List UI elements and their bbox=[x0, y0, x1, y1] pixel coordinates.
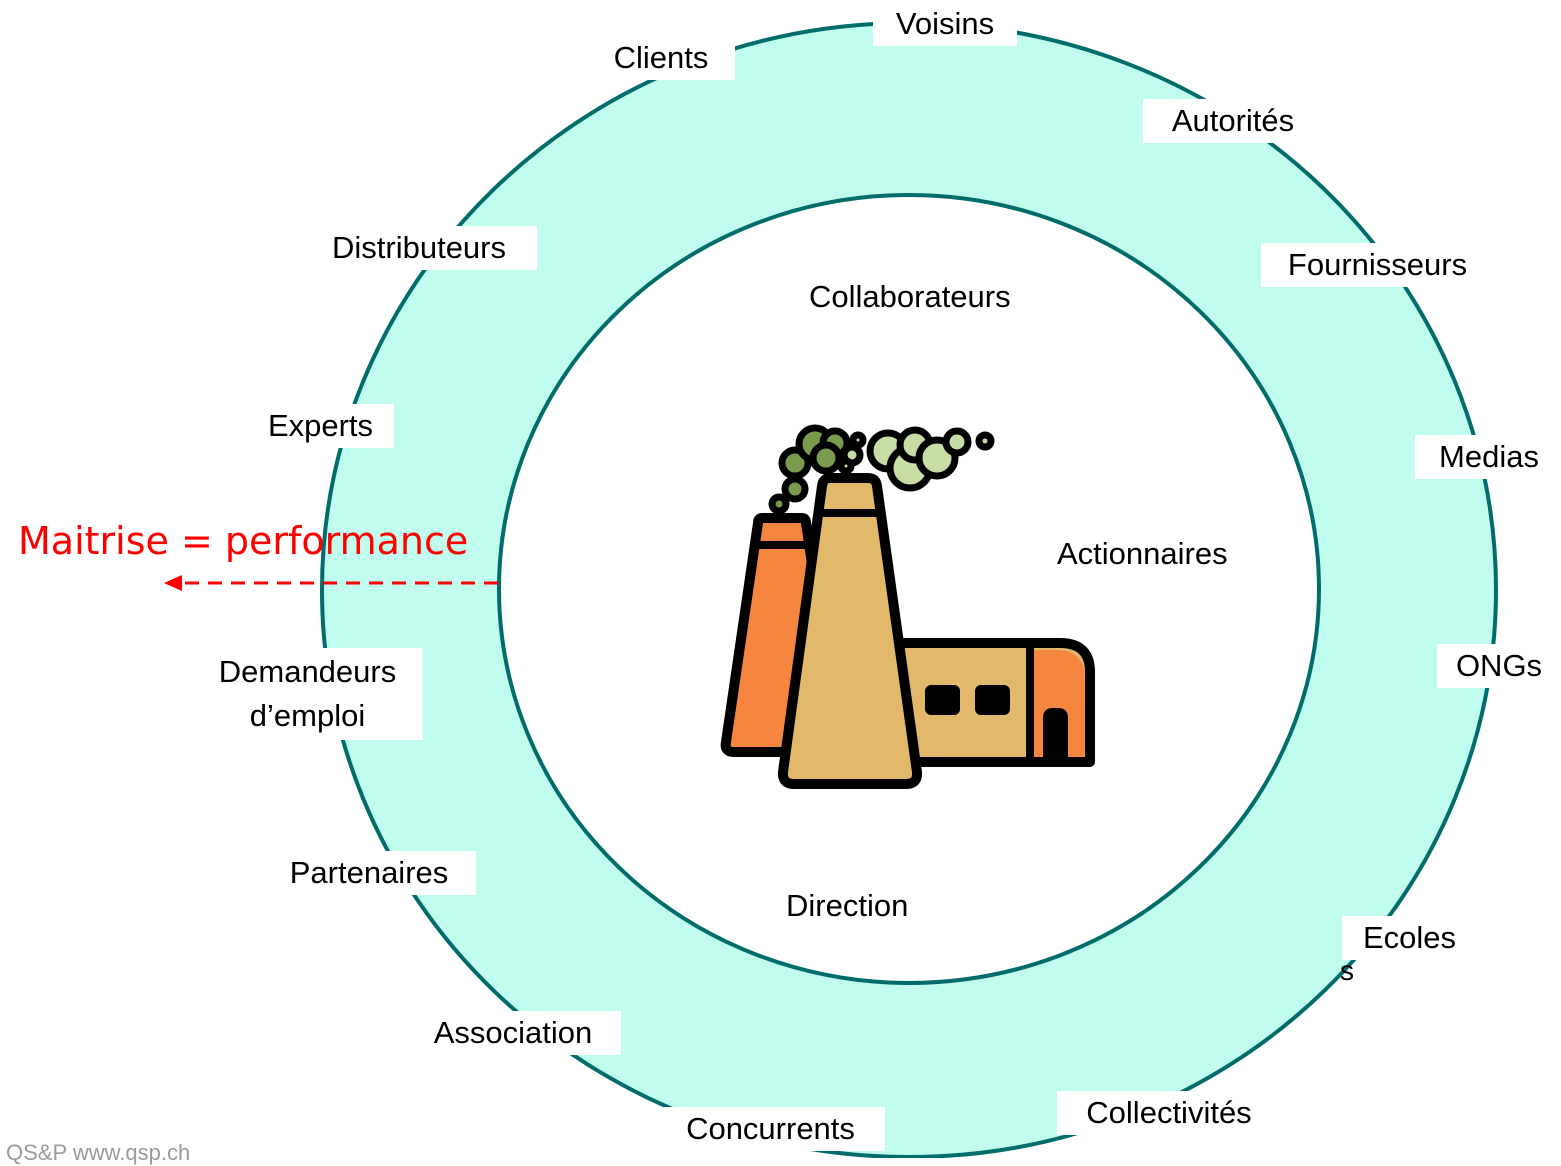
label-collaborateurs: Collaborateurs bbox=[809, 279, 1011, 314]
label-ongs: ONGs bbox=[1437, 644, 1561, 688]
label-demandeurs-emploi: Demandeurs d’emploi bbox=[192, 648, 423, 740]
label-experts: Experts bbox=[247, 404, 394, 448]
label-partenaires: Partenaires bbox=[262, 851, 476, 895]
label-demandeurs-line2: d’emploi bbox=[249, 698, 366, 733]
label-distributeurs: Distributeurs bbox=[301, 226, 537, 270]
label-collectivites: Collectivités bbox=[1057, 1091, 1281, 1135]
building-window-left bbox=[925, 685, 960, 715]
factory-smoke bbox=[768, 424, 995, 515]
label-association: Association bbox=[405, 1011, 621, 1055]
annotation-arrow bbox=[164, 575, 498, 591]
building-window-right bbox=[975, 685, 1010, 715]
label-actionnaires: Actionnaires bbox=[1057, 536, 1228, 571]
factory-chimney-big bbox=[777, 473, 923, 789]
footer-text: QS&P www.qsp.ch bbox=[6, 1140, 191, 1165]
label-ecoles: Ecoles bbox=[1342, 916, 1477, 960]
factory-icon bbox=[720, 424, 1095, 789]
annotation-text: Maitrise = performance bbox=[18, 519, 469, 563]
label-fournisseurs: Fournisseurs bbox=[1261, 243, 1494, 287]
smoke-puff bbox=[781, 475, 809, 503]
inner-stakeholder-circle bbox=[497, 193, 1321, 985]
smoke-puff bbox=[849, 431, 867, 449]
smoke-puff bbox=[975, 431, 995, 451]
label-demandeurs-line1: Demandeurs bbox=[218, 654, 397, 689]
smoke-puff bbox=[809, 441, 843, 475]
label-voisins: Voisins bbox=[873, 2, 1017, 46]
smoke-puff bbox=[837, 457, 855, 475]
label-concurrents: Concurrents bbox=[656, 1107, 885, 1151]
label-medias: Medias bbox=[1415, 435, 1561, 479]
building-door bbox=[1043, 708, 1068, 757]
smoke-puff bbox=[942, 427, 972, 457]
label-autorites: Autorités bbox=[1143, 99, 1323, 143]
arrow-head bbox=[164, 575, 182, 591]
label-clients: Clients bbox=[587, 36, 735, 80]
label-ecoles-fragment: s bbox=[1340, 955, 1354, 986]
smoke-puff bbox=[768, 493, 790, 515]
label-direction: Direction bbox=[786, 888, 909, 923]
